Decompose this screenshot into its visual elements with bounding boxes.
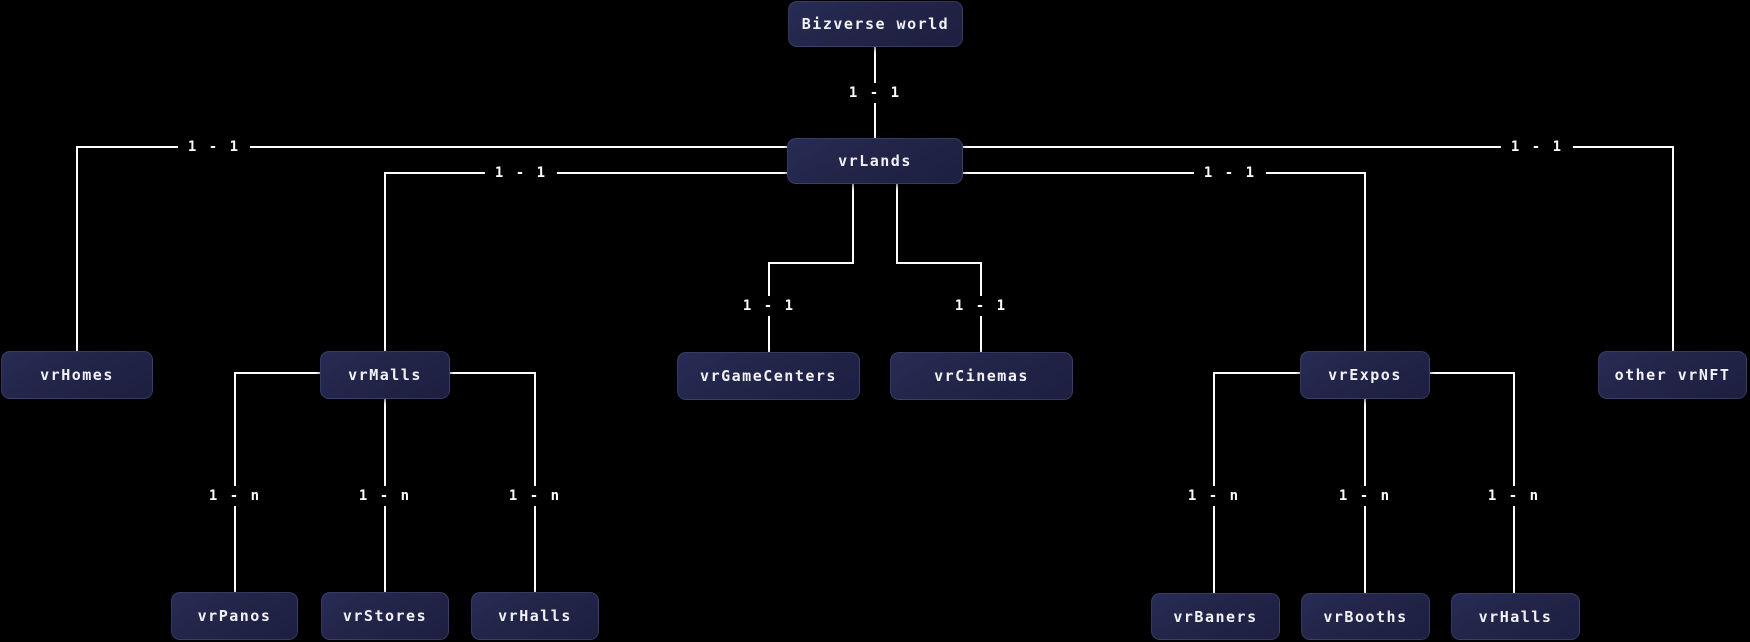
edge-vrlands-vrgamecenters-line-v1 (852, 184, 854, 263)
edge-vrexpos-vrbaners-line-v (1213, 372, 1215, 593)
node-vrhalls-under-vrexpos: vrHalls (1451, 593, 1580, 640)
edge-vrlands-vrhomes-line-h (77, 146, 787, 148)
cardinality-vrexpos-vrbooths: 1 - n (1328, 486, 1402, 506)
edge-vrmalls-vrpanos-line-h (235, 372, 320, 374)
edge-vrlands-vrexpos-line-h (963, 172, 1365, 174)
edge-vrmalls-vrpanos-line-v (234, 372, 236, 592)
edge-vrlands-vrmalls-line-h (385, 172, 787, 174)
node-vrcinemas: vrCinemas (890, 352, 1073, 400)
cardinality-bizverse-vrlands: 1 - 1 (838, 83, 912, 103)
edge-vrlands-vrgamecenters-line-h (768, 262, 854, 264)
edge-vrlands-vrexpos-line-v (1364, 172, 1366, 351)
cardinality-vrmalls-vrhalls: 1 - n (498, 486, 572, 506)
cardinality-vrexpos-vrhalls: 1 - n (1477, 486, 1551, 506)
edge-vrlands-vrcinemas-line-v1 (896, 184, 898, 263)
cardinality-vrlands-vrhomes: 1 - 1 (177, 137, 251, 157)
node-vrmalls: vrMalls (320, 351, 450, 399)
cardinality-vrlands-vrgamecenters: 1 - 1 (732, 296, 806, 316)
cardinality-vrmalls-vrstores: 1 - n (348, 486, 422, 506)
node-other-vrnft: other vrNFT (1598, 351, 1747, 399)
edge-vrlands-othervrnft-line-v (1672, 146, 1674, 351)
edge-vrmalls-vrhalls-line-v (534, 372, 536, 592)
node-vrhalls-under-vrmalls: vrHalls (471, 592, 599, 640)
node-vrexpos: vrExpos (1300, 351, 1430, 399)
cardinality-vrlands-othervrnft: 1 - 1 (1500, 137, 1574, 157)
node-vrbooths: vrBooths (1301, 593, 1430, 640)
cardinality-vrmalls-vrpanos: 1 - n (198, 486, 272, 506)
node-bizverse-world: Bizverse world (788, 1, 963, 47)
edge-vrlands-vrcinemas-line-h (896, 262, 982, 264)
node-vrbaners: vrBaners (1151, 593, 1280, 640)
cardinality-vrlands-vrexpos: 1 - 1 (1193, 163, 1267, 183)
edge-vrlands-vrhomes-line-v (76, 146, 78, 351)
cardinality-vrexpos-vrbaners: 1 - n (1177, 486, 1251, 506)
edge-vrexpos-vrhalls-line-h (1430, 372, 1514, 374)
edge-vrmalls-vrhalls-line-h (450, 372, 535, 374)
cardinality-vrlands-vrmalls: 1 - 1 (484, 163, 558, 183)
node-vrhomes: vrHomes (1, 351, 153, 399)
node-vrgamecenters: vrGameCenters (677, 352, 860, 400)
cardinality-vrlands-vrcinemas: 1 - 1 (944, 296, 1018, 316)
edge-vrexpos-vrhalls-line-v (1513, 372, 1515, 593)
edge-vrexpos-vrbaners-line-h (1214, 372, 1300, 374)
node-vrstores: vrStores (321, 592, 449, 640)
node-vrpanos: vrPanos (171, 592, 298, 640)
edge-vrlands-vrmalls-line-v (384, 172, 386, 351)
node-vrlands: vrLands (787, 138, 963, 184)
edge-vrlands-othervrnft-line-h (963, 146, 1674, 148)
